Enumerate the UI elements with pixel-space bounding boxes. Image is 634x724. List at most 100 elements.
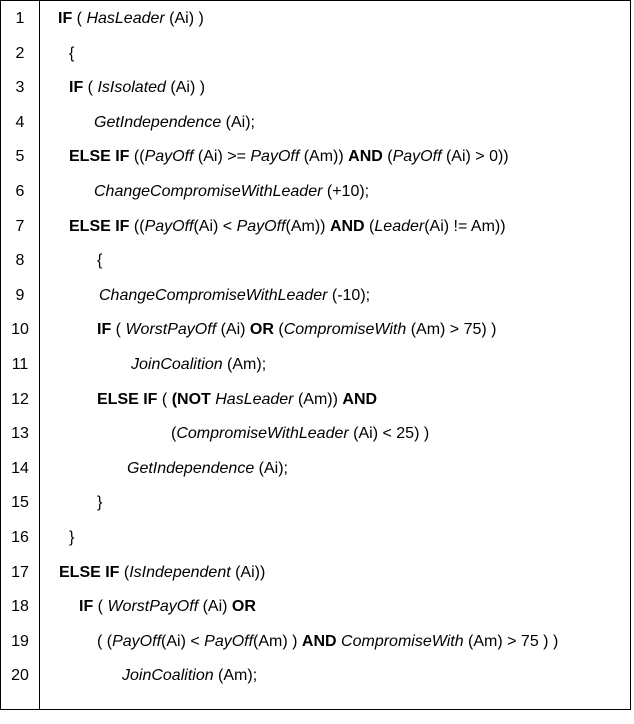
line-number: 3	[15, 79, 25, 97]
identifier-token: PayOff	[250, 148, 300, 166]
code-text: IF ( IsIsolated (Ai) )	[69, 71, 205, 105]
code-token: (	[97, 598, 108, 616]
code-text: IF ( HasLeader (Ai) )	[58, 2, 204, 36]
code-token: (Ai) <	[193, 217, 237, 235]
identifier-token: WorstPayOff	[125, 321, 217, 339]
code-token: (	[123, 563, 130, 581]
code-token: (Am);	[222, 356, 267, 373]
line-number: 15	[11, 494, 29, 512]
code-token: (	[161, 390, 172, 408]
code-text: (CompromiseWithLeader (Ai) < 25) )	[171, 417, 429, 451]
code-token: (Am) )	[253, 632, 302, 650]
line-number: 8	[15, 252, 25, 270]
code-token: (Am);	[213, 667, 258, 685]
code-token: (Am) > 75 ) )	[463, 632, 559, 650]
keyword-token: IF	[79, 598, 98, 616]
identifier-token: IsIsolated	[97, 79, 166, 97]
code-line: 3 IF ( IsIsolated (Ai) )	[1, 71, 630, 105]
line-number: 17	[11, 563, 29, 581]
identifier-token: PayOff	[144, 148, 194, 166]
code-text: ELSE IF ((PayOff(Ai) < PayOff(Am)) AND (…	[69, 210, 506, 244]
line-number: 18	[11, 598, 29, 616]
code-text: ELSE IF ( (NOT HasLeader (Am)) AND	[97, 383, 377, 417]
identifier-token: PayOff	[144, 217, 194, 235]
keyword-token: ELSE IF	[97, 390, 162, 408]
code-token: (Ai) >=	[193, 148, 251, 166]
line-number: 10	[11, 321, 29, 339]
code-token: (Ai)	[216, 321, 250, 339]
identifier-token: CompromiseWith	[341, 632, 464, 650]
code-token: (	[364, 217, 375, 235]
code-token: (Am))	[299, 148, 349, 166]
code-token: (	[76, 10, 87, 27]
identifier-token: CompromiseWithLeader	[176, 425, 349, 443]
code-text: }	[69, 521, 74, 555]
identifier-token: JoinCoalition	[122, 667, 214, 685]
identifier-token: GetIndependence	[94, 113, 222, 131]
code-token: (Am))	[285, 217, 330, 235]
code-token: (	[87, 79, 98, 97]
keyword-token: AND	[301, 632, 337, 650]
identifier-token: PayOff	[236, 217, 286, 235]
keyword-token: IF	[69, 79, 88, 97]
keyword-token: AND	[329, 217, 365, 235]
line-number: 11	[11, 356, 29, 373]
code-text: JoinCoalition (Am);	[122, 659, 257, 693]
code-token: (	[171, 425, 177, 443]
keyword-token: IF	[58, 10, 77, 27]
code-line: 15}	[1, 486, 630, 520]
keyword-token: AND	[342, 390, 378, 408]
line-number: 19	[11, 632, 29, 650]
code-text: {	[69, 37, 74, 71]
code-text: ChangeCompromiseWithLeader (+10);	[94, 175, 369, 209]
keyword-token: AND	[348, 148, 383, 166]
keyword-token: IF	[97, 321, 116, 339]
code-line: 16}	[1, 521, 630, 555]
keyword-token: ELSE IF	[69, 148, 134, 166]
code-token: }	[69, 529, 75, 546]
identifier-token: Leader	[374, 217, 425, 235]
identifier-token: HasLeader	[86, 10, 165, 27]
code-token: (+10);	[322, 183, 370, 200]
code-text: {	[97, 244, 102, 278]
keyword-token: OR	[249, 321, 274, 339]
identifier-token: CompromiseWith	[283, 321, 407, 339]
code-text: }	[97, 486, 102, 520]
code-line: 19( (PayOff(Ai) < PayOff(Am) ) AND Compr…	[1, 625, 630, 659]
keyword-token: ELSE IF	[59, 563, 124, 581]
code-token: (	[382, 148, 393, 166]
code-line: 2{	[1, 37, 630, 71]
code-text: JoinCoalition (Am);	[131, 348, 266, 382]
code-line: 14 GetIndependence (Ai);	[1, 452, 630, 486]
line-number: 4	[15, 113, 25, 131]
keyword-token: ELSE IF	[69, 217, 134, 235]
line-number: 7	[15, 217, 25, 235]
code-token: (Am))	[293, 390, 343, 408]
code-token: (-10);	[327, 286, 371, 304]
identifier-token: GetIndependence	[127, 459, 255, 477]
code-text: ELSE IF ((PayOff (Ai) >= PayOff (Am)) AN…	[69, 140, 509, 174]
code-token: (	[273, 321, 284, 339]
line-number: 2	[15, 44, 25, 62]
code-token: (Ai) )	[164, 10, 204, 27]
line-number: 14	[11, 459, 29, 477]
identifier-token: ChangeCompromiseWithLeader	[94, 183, 323, 200]
code-token: {	[97, 252, 103, 270]
identifier-token: PayOff	[112, 632, 162, 650]
code-token: (Ai) > 0))	[441, 148, 509, 166]
code-line: 8{	[1, 244, 630, 278]
code-text: GetIndependence (Ai);	[127, 452, 288, 486]
code-token: (Ai) != Am))	[424, 217, 506, 235]
line-number: 13	[11, 425, 29, 443]
